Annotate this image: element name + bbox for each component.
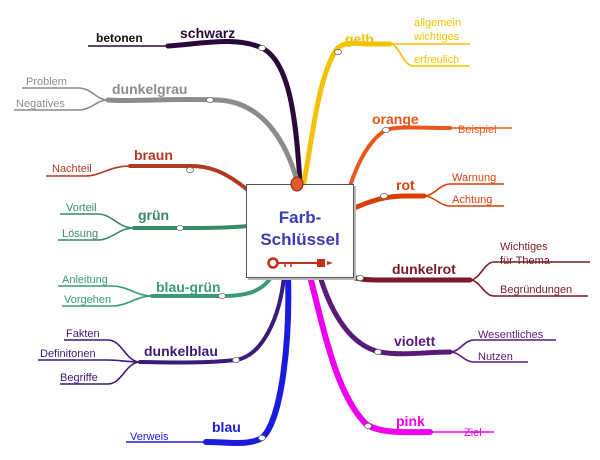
branch-pink-label: pink: [396, 413, 425, 429]
branch-pink-trunk: [307, 273, 433, 436]
leaf-label: Problem: [26, 76, 67, 88]
branch-gruen-leaf-line: [58, 227, 135, 241]
center-knob-icon: [290, 176, 304, 192]
leaf-label: Vorgehen: [64, 294, 111, 306]
branch-dunkelgrau-label: dunkelgrau: [112, 81, 187, 97]
branch-dunkelblau-leaf-line: [60, 361, 141, 385]
branch-pink-node-dot: [364, 422, 372, 429]
branch-dunkelblau-leaf-line: [38, 359, 141, 363]
leaf-label: Vorteil: [66, 202, 97, 214]
leaf-label: Verweis: [130, 431, 169, 443]
leaf-label: Definitonen: [40, 348, 96, 360]
branch-gruen-node-dot: [176, 224, 184, 231]
branch-rot-label: rot: [396, 177, 415, 193]
leaf-label: Ziel: [464, 427, 482, 439]
center-title: Farb- Schlüssel: [247, 207, 353, 251]
branch-gruen-label: grün: [138, 207, 169, 223]
branch-blau-gruen-label: blau-grün: [156, 279, 221, 295]
leaf-label: Negatives: [16, 98, 65, 110]
leaf-label: Fakten: [66, 328, 100, 340]
leaf-label: Anleitung: [62, 274, 108, 286]
leaf-label: erfreulich: [414, 54, 459, 66]
center-node: Farb- Schlüssel: [246, 184, 354, 278]
branch-dunkelgrau-trunk: [105, 96, 301, 187]
branch-orange-label: orange: [372, 111, 419, 127]
branch-dunkelrot-leaf-line: [469, 261, 590, 281]
leaf-label: betonen: [96, 31, 143, 45]
branch-braun: Nachteil braun: [46, 147, 252, 194]
branch-dunkelgrau-leaf-line: [14, 99, 109, 111]
branch-gruen-trunk: [132, 224, 250, 230]
branch-braun-label: braun: [134, 147, 173, 163]
branch-blau-gruen-leaf-line: [62, 295, 153, 307]
leaf-label: Nutzen: [478, 351, 513, 363]
branch-braun-trunk: [128, 164, 252, 194]
branch-violett-label: violett: [394, 333, 436, 349]
branch-dunkelrot-label: dunkelrot: [392, 261, 456, 277]
branch-schwarz-trunk: [165, 39, 303, 185]
branch-violett-node-dot: [374, 348, 382, 355]
branch-rot-node-dot: [380, 192, 388, 199]
branch-gelb-leaf-line: [389, 43, 470, 67]
branch-blau-gruen-node-dot: [218, 292, 226, 299]
branch-pink: Ziel pink: [307, 273, 494, 439]
branch-dunkelrot-leaf-line: [469, 279, 588, 297]
branch-blau: Verweis blau: [126, 273, 292, 446]
branch-gelb-trunk: [301, 40, 393, 185]
center-title-line2: Schlüssel: [260, 230, 340, 249]
branch-gelb-node-dot: [334, 49, 342, 56]
branch-schwarz-node-dot: [258, 45, 266, 52]
leaf-label: Begriffe: [60, 372, 98, 384]
branch-dunkelblau-label: dunkelblau: [144, 343, 218, 359]
leaf-label: Begründungen: [500, 284, 572, 296]
branch-violett-leaf-line: [449, 351, 528, 363]
branch-orange-node-dot: [382, 127, 390, 134]
branch-braun-leaf-line: [46, 165, 131, 177]
leaf-label: Beispiel: [458, 124, 497, 136]
branch-dunkelgrau-node-dot: [206, 97, 214, 104]
branch-orange: Beispiel orange: [348, 111, 512, 188]
branch-braun-node-dot: [186, 166, 194, 173]
branch-blau-label: blau: [212, 419, 241, 435]
branch-gelb-label: gelb: [345, 31, 374, 47]
leaf-label: Achtung: [452, 194, 492, 206]
center-title-line1: Farb-: [278, 208, 322, 227]
branch-dunkelblau-node-dot: [232, 356, 240, 363]
leaf-label: Lösung: [62, 228, 98, 240]
branch-blau-node-dot: [258, 434, 266, 441]
leaf-label: Warnung: [452, 172, 496, 184]
branch-rot-leaf-line: [423, 195, 504, 207]
branch-schwarz: betonen schwarz: [88, 25, 303, 185]
leaf-label: Nachteil: [52, 163, 92, 175]
key-icon: [267, 257, 333, 269]
branch-schwarz-label: schwarz: [180, 25, 235, 41]
branch-gruen-leaf-line: [60, 213, 135, 229]
branch-dunkelrot-node-dot: [356, 274, 364, 281]
branch-blau-trunk: [203, 273, 292, 446]
leaf-label: Wesentliches: [478, 329, 544, 341]
